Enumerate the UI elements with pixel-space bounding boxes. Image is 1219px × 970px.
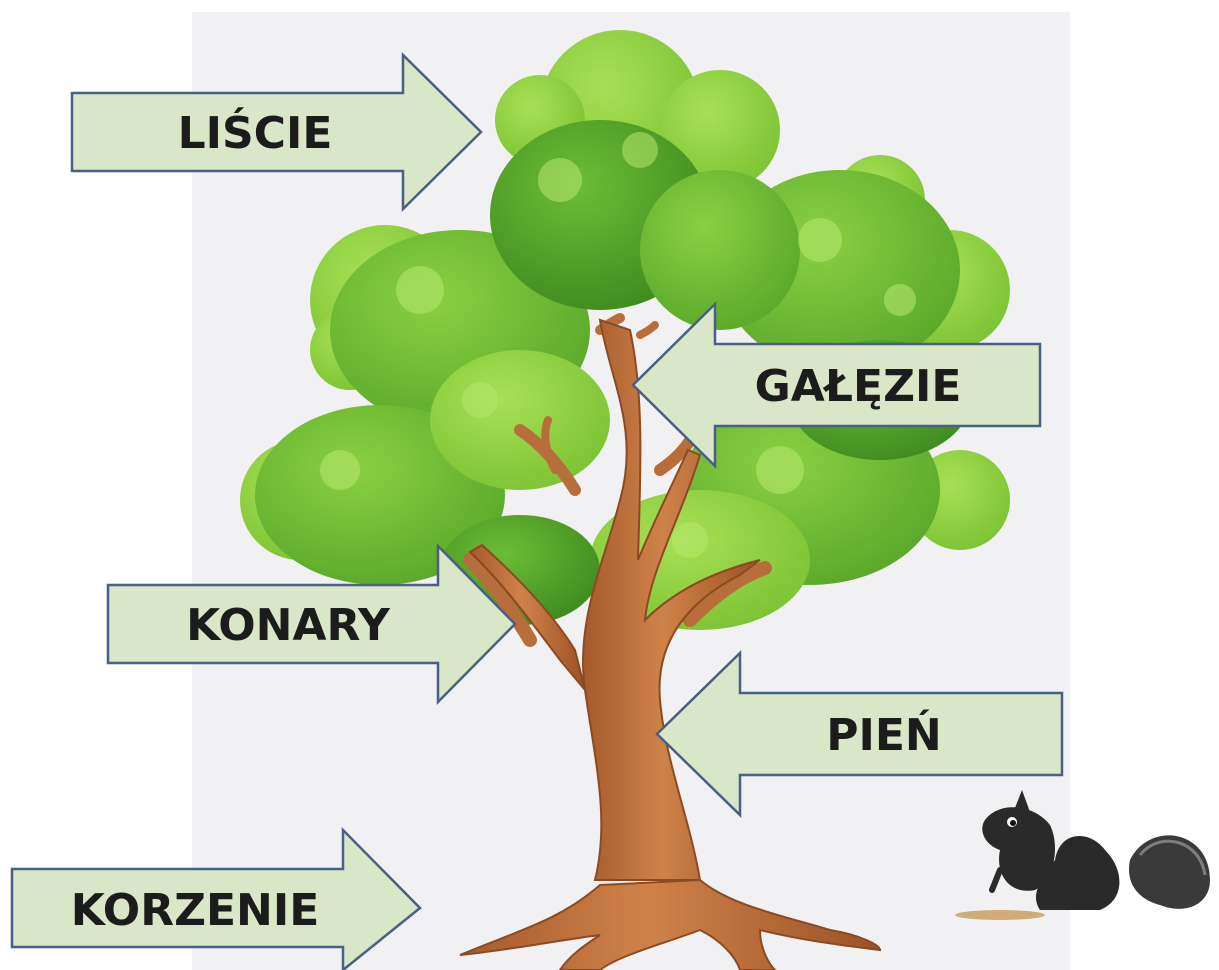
label-twigs: GAŁĘZIE [755,361,962,412]
tree-illustration [240,30,1010,970]
trunk [459,318,882,970]
branches [463,313,772,647]
label-trunk: PIEŃ [826,708,942,761]
arrow-trunk: PIEŃ [655,650,1064,818]
squirrel-icon [955,790,1210,920]
label-roots: KORZENIE [71,885,320,936]
arrow-twigs: GAŁĘZIE [631,301,1042,469]
label-leaves: LIŚCIE [178,106,333,159]
arrow-leaves: LIŚCIE [70,52,483,212]
arrow-boughs: KONARY [106,542,517,706]
label-boughs: KONARY [186,600,391,651]
foliage-highlights [320,132,916,558]
arrow-roots: KORZENIE [10,826,422,970]
foliage-main [255,120,970,630]
